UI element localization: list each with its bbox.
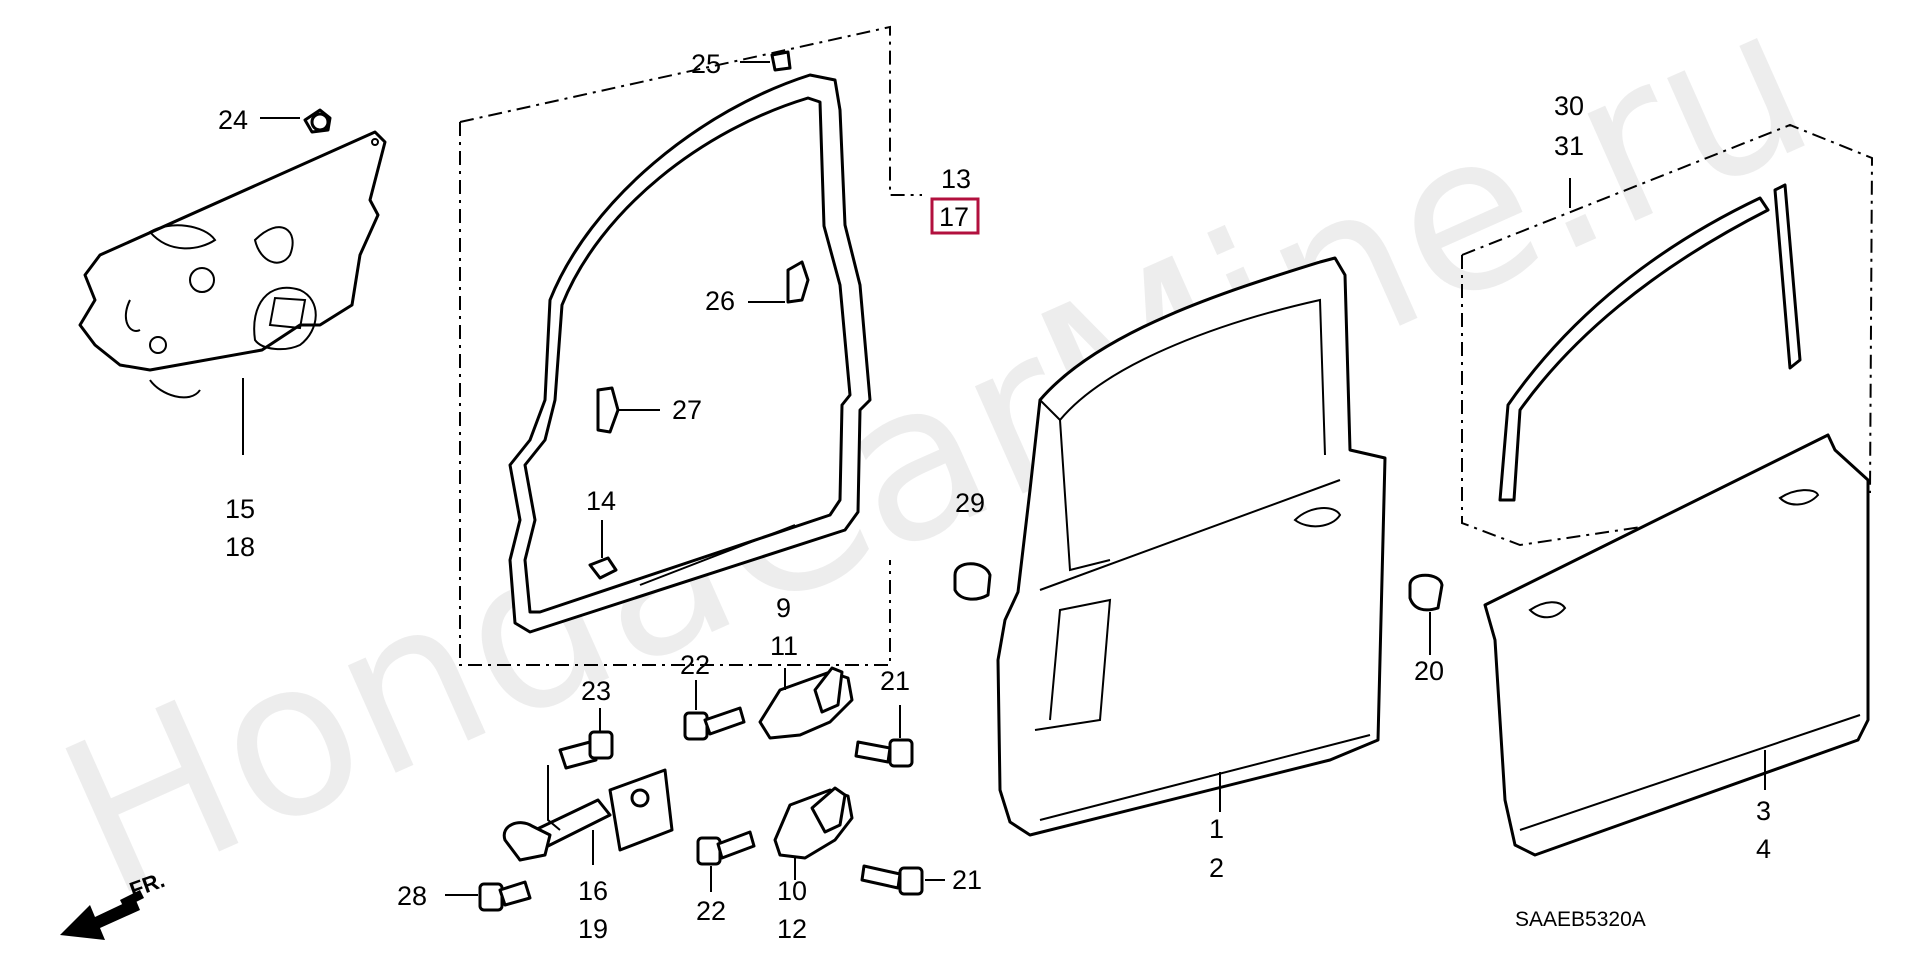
callout-21-lower: 21	[952, 865, 982, 895]
callout-27: 27	[672, 395, 702, 425]
callout-11: 11	[770, 631, 798, 661]
clip-24-icon[interactable]	[260, 108, 332, 134]
callout-2: 2	[1209, 853, 1224, 883]
diagram-code: SAAEB5320A	[1515, 908, 1646, 931]
callout-17-highlight	[930, 197, 980, 235]
door-checker[interactable]	[502, 768, 674, 865]
callout-15: 15	[225, 494, 255, 524]
weatherstrip-group	[459, 25, 922, 666]
bolt-22-lower-icon[interactable]	[696, 830, 756, 892]
window-sash-molding[interactable]	[1498, 183, 1802, 502]
callout-9: 9	[776, 593, 791, 623]
callout-14: 14	[586, 486, 616, 516]
callout-28: 28	[397, 881, 427, 911]
bolt-21-lower-icon[interactable]	[860, 864, 945, 896]
callout-12: 12	[777, 914, 807, 944]
callout-4: 4	[1756, 834, 1771, 864]
door-outer-skin[interactable]	[1483, 433, 1870, 857]
callout-25: 25	[691, 49, 721, 79]
callout-22-upper: 22	[680, 650, 710, 680]
callout-19: 19	[578, 914, 608, 944]
callout-18: 18	[225, 532, 255, 562]
upper-hinge[interactable]	[758, 666, 854, 740]
bolt-23-icon[interactable]	[547, 708, 614, 831]
callout-3: 3	[1756, 796, 1771, 826]
bolt-21-upper-icon[interactable]	[854, 705, 914, 768]
callout-13: 13	[941, 164, 971, 194]
callout-26: 26	[705, 286, 735, 316]
grommet-20-icon[interactable]	[1408, 573, 1444, 655]
callout-16: 16	[578, 876, 608, 906]
callout-24: 24	[218, 105, 248, 135]
door-weatherstrip[interactable]	[508, 73, 872, 634]
callout-30: 30	[1554, 91, 1584, 121]
callout-29: 29	[955, 488, 985, 518]
callout-23: 23	[581, 676, 611, 706]
lower-hinge[interactable]	[773, 786, 854, 880]
bolt-28-icon[interactable]	[445, 880, 532, 912]
callout-20: 20	[1414, 656, 1444, 686]
callout-17[interactable]: 17	[939, 202, 969, 232]
clip-14-icon[interactable]	[588, 520, 618, 580]
clip-26-icon[interactable]	[748, 260, 810, 304]
grommet-29-icon[interactable]	[953, 562, 992, 601]
clip-27-icon[interactable]	[596, 386, 660, 434]
front-direction-arrow-icon: FR.	[60, 867, 168, 940]
front-door-panel[interactable]	[996, 256, 1387, 837]
clip-25-icon[interactable]	[740, 50, 792, 72]
door-insulation-sheet[interactable]	[78, 130, 387, 455]
callout-1: 1	[1209, 814, 1224, 844]
bolt-22-upper-icon[interactable]	[683, 680, 746, 741]
callout-22-lower: 22	[696, 896, 726, 926]
callout-21-upper: 21	[880, 666, 910, 696]
callout-31: 31	[1554, 131, 1584, 161]
callout-10: 10	[777, 876, 807, 906]
